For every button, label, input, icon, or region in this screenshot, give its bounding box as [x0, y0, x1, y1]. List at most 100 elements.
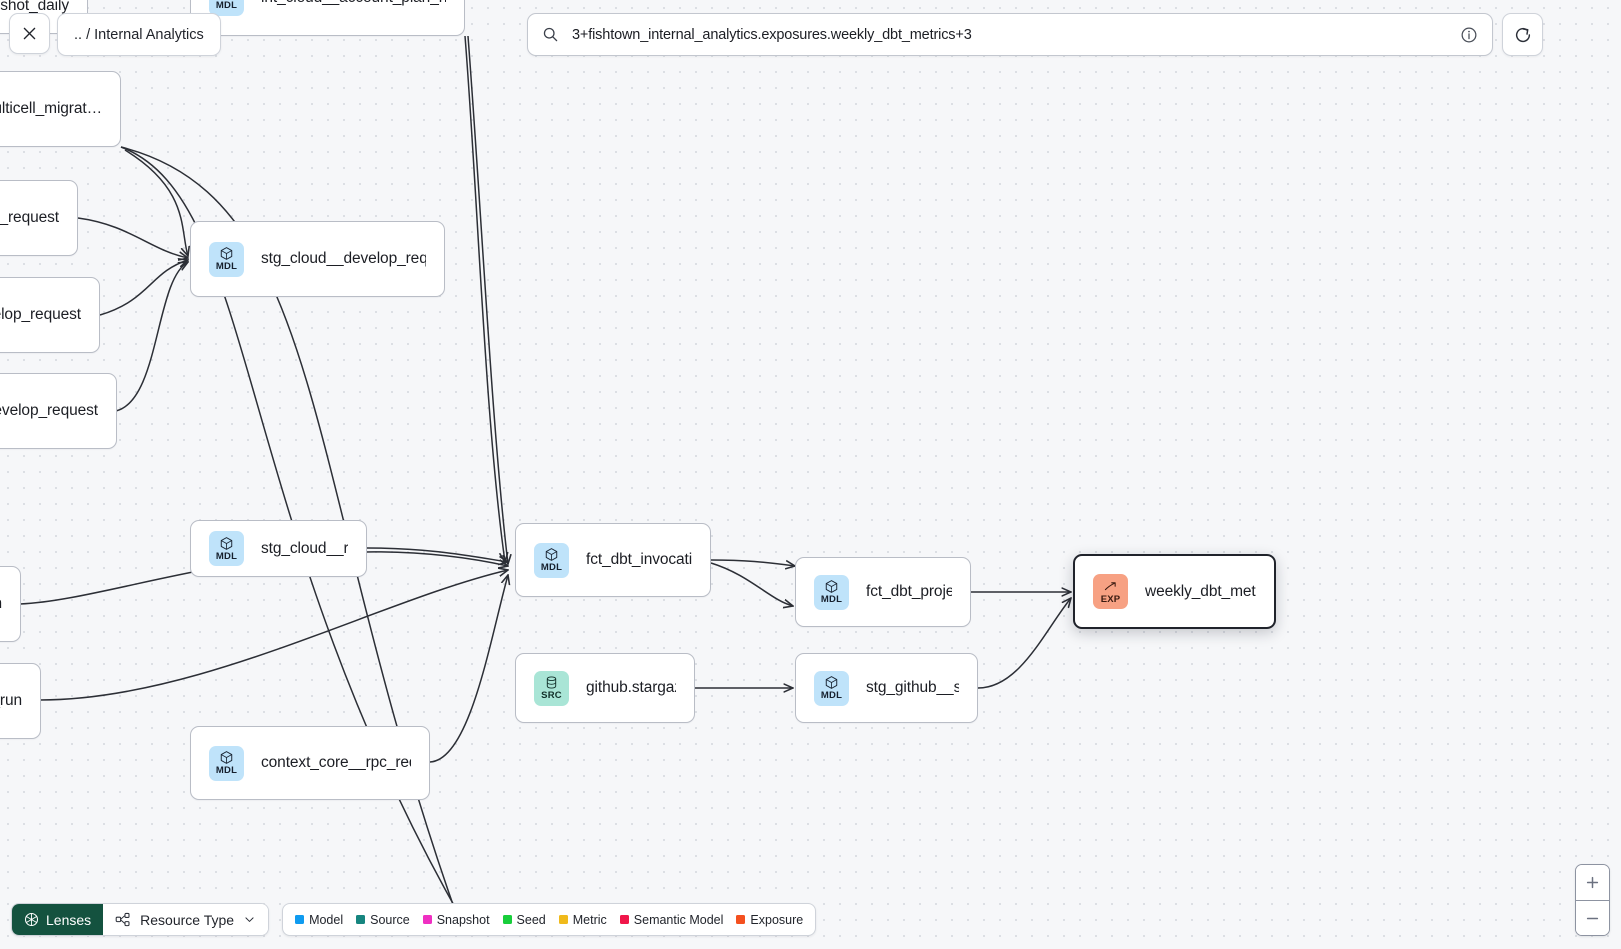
- graph-node-label: multicell_migrat…: [0, 100, 102, 117]
- graph-node[interactable]: MDL context_core__rpc_request: [190, 726, 430, 800]
- graph-node-label: _develop_request: [0, 402, 98, 419]
- legend-swatch-icon: [422, 915, 432, 924]
- zoom-out-button[interactable]: [1576, 900, 1609, 935]
- lens-group: Lenses Resource Type: [11, 903, 270, 936]
- lineage-edge: [429, 575, 508, 763]
- badge-type-label: MDL: [215, 261, 238, 272]
- graph-node-label: weekly_dbt_metrics: [1145, 582, 1256, 600]
- legend-item[interactable]: Seed: [502, 912, 546, 927]
- badge-type-label: MDL: [820, 690, 843, 701]
- resource-type-legend: Model Source Snapshot Seed Metric Semantic Mo…: [282, 903, 817, 936]
- lenses-button[interactable]: Lenses: [12, 904, 104, 935]
- mdl-badge-icon: MDL: [209, 0, 244, 16]
- search-bar[interactable]: [527, 13, 1493, 56]
- refresh-button[interactable]: [1502, 13, 1543, 56]
- legend-item[interactable]: Snapshot: [422, 912, 490, 927]
- graph-node[interactable]: velop_request: [0, 277, 100, 353]
- mdl-badge-icon: MDL: [209, 531, 244, 566]
- legend-swatch-icon: [558, 915, 568, 924]
- graph-node-label: stg_github__stars: [866, 679, 959, 696]
- badge-type-label: MDL: [820, 594, 843, 605]
- legend-item[interactable]: Metric: [558, 912, 607, 927]
- close-button[interactable]: [9, 13, 50, 54]
- graph-node[interactable]: MDL stg_cloud__develop_requests: [190, 221, 445, 297]
- lineage-edge: [977, 598, 1071, 689]
- graph-node[interactable]: MDL stg_cloud__runs: [190, 520, 367, 577]
- graph-node-label: n: [0, 595, 2, 613]
- bottom-toolbar: Lenses Resource Type Model Source Snapshot…: [11, 903, 817, 936]
- graph-node[interactable]: n: [0, 566, 21, 642]
- exp-badge-icon: EXP: [1093, 574, 1128, 609]
- graph-node-label: int_cloud__account_plan_history: [261, 0, 446, 7]
- graph-node-label: stg_cloud__runs: [261, 539, 348, 557]
- src-badge-icon: SRC: [534, 670, 569, 706]
- badge-type-label: MDL: [540, 562, 563, 573]
- lenses-label: Lenses: [46, 911, 92, 928]
- mdl-badge-icon: MDL: [814, 670, 849, 706]
- legend-label: Snapshot: [436, 912, 490, 927]
- badge-type-label: MDL: [215, 550, 238, 562]
- legend-label: Exposure: [750, 912, 804, 927]
- mdl-badge-icon: MDL: [814, 574, 849, 610]
- badge-type-label: MDL: [215, 765, 238, 776]
- badge-type-label: SRC: [541, 690, 562, 701]
- legend-swatch-icon: [736, 915, 746, 924]
- lineage-edge: [99, 260, 188, 316]
- search-input[interactable]: [570, 25, 1449, 44]
- legend-label: Metric: [572, 912, 607, 927]
- lineage-edge: [467, 35, 508, 564]
- lineage-edge: [464, 35, 505, 562]
- nodes-icon: [115, 912, 130, 926]
- graph-node[interactable]: MDL stg_github__stars: [795, 653, 978, 723]
- legend-swatch-icon: [502, 915, 512, 924]
- graph-node-label: stg_cloud__develop_requests: [261, 250, 426, 267]
- graph-node[interactable]: _develop_request: [0, 373, 117, 449]
- lineage-edge: [710, 562, 793, 606]
- legend-item[interactable]: Source: [356, 913, 410, 927]
- legend-item[interactable]: Semantic Model: [619, 912, 724, 927]
- graph-node-label: github.stargazers: [586, 679, 676, 696]
- legend-item[interactable]: Exposure: [736, 913, 803, 927]
- aperture-icon: [24, 912, 39, 927]
- zoom-controls: [1575, 864, 1610, 936]
- breadcrumb[interactable]: .. / Internal Analytics: [57, 13, 221, 56]
- graph-node-label: fct_dbt_projects: [866, 583, 952, 600]
- minus-icon: [1586, 917, 1599, 919]
- legend-item[interactable]: Model: [295, 913, 343, 927]
- lineage-edge: [77, 217, 188, 258]
- lineage-edge: [39, 570, 508, 701]
- lineage-edge: [124, 149, 188, 256]
- graph-node[interactable]: EXP weekly_dbt_metrics: [1073, 554, 1276, 629]
- legend-label: Seed: [516, 912, 546, 927]
- zoom-in-button[interactable]: [1576, 865, 1609, 900]
- graph-node[interactable]: MDL fct_dbt_projects: [795, 557, 971, 627]
- graph-node-label: _run: [0, 692, 22, 709]
- mdl-badge-icon: MDL: [209, 241, 244, 277]
- plus-icon: [1586, 876, 1599, 889]
- lineage-edge: [710, 559, 795, 566]
- lineage-edge: [115, 262, 188, 412]
- close-icon: [23, 27, 36, 40]
- badge-type-label: MDL: [215, 0, 238, 11]
- legend-swatch-icon: [619, 915, 629, 924]
- legend-swatch-icon: [356, 915, 366, 924]
- chevron-down-icon: [245, 917, 254, 922]
- graph-node[interactable]: SRC github.stargazers: [515, 653, 695, 723]
- graph-node-label: p_request: [0, 209, 59, 226]
- resource-type-button[interactable]: Resource Type: [103, 904, 269, 935]
- refresh-icon: [1515, 27, 1530, 42]
- graph-node[interactable]: _run: [0, 663, 41, 739]
- graph-node[interactable]: MDL int_cloud__account_plan_history: [190, 0, 465, 36]
- info-circle-icon[interactable]: [1460, 26, 1478, 44]
- graph-node[interactable]: multicell_migrat…: [0, 71, 121, 147]
- graph-node-label: velop_request: [0, 306, 81, 323]
- legend-label: Semantic Model: [633, 912, 724, 927]
- legend-label: Model: [309, 912, 344, 927]
- graph-node[interactable]: p_request: [0, 180, 78, 256]
- graph-node-label: context_core__rpc_request: [261, 754, 411, 771]
- resource-type-label: Resource Type: [140, 911, 235, 928]
- graph-node-label: snapshot_daily: [0, 0, 69, 14]
